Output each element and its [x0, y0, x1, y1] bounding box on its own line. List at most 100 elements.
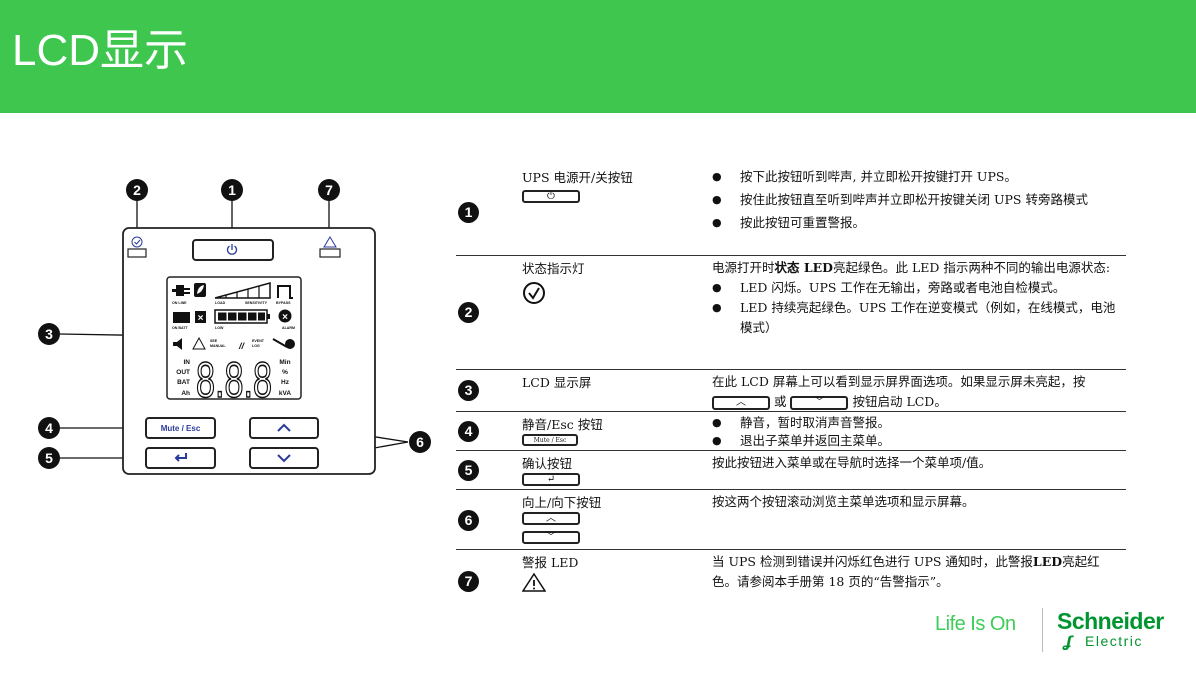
callout-2: 2: [126, 179, 148, 201]
see-manual-warning-icon: [192, 336, 206, 350]
table-row: 4 静音/Esc 按钮 Mute / Esc 静音，暂时取消声音警报。 退出子菜…: [456, 412, 1126, 451]
battery-fault-icon: [195, 311, 206, 323]
chevron-up-icon[interactable]: [277, 423, 291, 432]
row-description: 按下此按钮听到哔声, 并立即松开按键打开 UPS。 按住此按钮直至听到哔声并立即…: [712, 165, 1122, 234]
logo-divider: [1042, 608, 1043, 652]
callout-7: 7: [318, 179, 340, 201]
svg-text://: //: [238, 341, 246, 351]
load-bar-graph: [214, 282, 271, 299]
up-button[interactable]: [249, 417, 319, 439]
row-number: 2: [458, 302, 479, 323]
svg-text:IN: IN: [184, 359, 191, 366]
page-title: LCD显示: [12, 26, 189, 75]
table-row: 6 向上/向下按钮 ︿ ﹀ 按这两个按钮滚动浏览主菜单选项和显示屏幕。: [456, 490, 1126, 550]
svg-text:ON LINE: ON LINE: [172, 301, 187, 305]
battery-icon: [173, 312, 190, 323]
warning-icon: [323, 236, 337, 248]
svg-text:LOAD: LOAD: [215, 301, 226, 305]
logo-brand-sub: Electric: [1085, 633, 1143, 649]
svg-text:×: ×: [198, 313, 204, 324]
row-number: 5: [458, 460, 479, 481]
svg-text:4: 4: [45, 420, 53, 436]
row-number: 3: [458, 380, 479, 401]
callout-4: 4: [38, 417, 60, 439]
power-button-icon: ⏻: [522, 190, 580, 203]
chevron-up-icon: ︿: [522, 512, 580, 525]
button-description-table: 1 UPS 电源开/关按钮 ⏻ 按下此按钮听到哔声, 并立即松开按键打开 UPS…: [456, 165, 1126, 593]
row-number: 1: [458, 202, 479, 223]
power-button[interactable]: [192, 239, 274, 261]
chevron-down-icon: ﹀: [522, 531, 580, 544]
row-description: 按这两个按钮滚动浏览主菜单选项和显示屏幕。: [712, 494, 975, 509]
svg-text:Min: Min: [279, 359, 290, 366]
svg-text:SENSITIVITY: SENSITIVITY: [245, 301, 268, 305]
table-row: 5 确认按钮 ↵ 按此按钮进入菜单或在导航时选择一个菜单项/值。: [456, 451, 1126, 490]
callout-5: 5: [38, 447, 60, 469]
battery-level-bar: [214, 309, 270, 324]
row-label: 确认按钮 ↵: [522, 453, 580, 486]
row-description: 电源打开时状态 LED亮起绿色。此 LED 指示两种不同的输出电源状态: LED…: [712, 258, 1122, 338]
chevron-up-icon: ︿: [712, 395, 770, 410]
svg-text:Ah: Ah: [181, 390, 190, 397]
svg-text:BAT: BAT: [177, 379, 190, 386]
svg-text:BYPASS: BYPASS: [276, 301, 291, 305]
svg-text:×: ×: [282, 312, 288, 323]
row-description: 在此 LCD 屏幕上可以看到显示屏界面选项。如果显示屏未亮起，按 ︿ 或 ﹀ 按…: [712, 374, 1086, 410]
wrench-icon: [272, 338, 295, 349]
speaker-icon: [173, 338, 182, 350]
alarm-led: [319, 236, 341, 258]
logo-brand: Schneider: [1057, 608, 1164, 634]
enter-icon[interactable]: [174, 453, 187, 462]
enter-icon: ↵: [522, 473, 580, 486]
svg-text:ON BATT: ON BATT: [172, 326, 189, 330]
row-description: 当 UPS 检测到错误并闪烁红色进行 UPS 通知时，此警报LED亮起红色。请参…: [712, 554, 1100, 589]
row-label: 状态指示灯: [522, 258, 585, 305]
svg-text:7: 7: [325, 182, 333, 198]
callout-markers: 1 2 3 4 5 6 7: [38, 179, 431, 469]
row-label: 向上/向下按钮 ︿ ﹀: [522, 495, 602, 544]
down-button[interactable]: [249, 447, 319, 469]
alarm-icon: [278, 309, 292, 323]
row-description: 按此按钮进入菜单或在导航时选择一个菜单项/值。: [712, 455, 992, 470]
row-label: 警报 LED: [522, 552, 578, 592]
check-circle-icon: [131, 236, 143, 248]
row-label: LCD 显示屏: [522, 375, 592, 390]
table-row: 2 状态指示灯 电源打开时状态 LED亮起绿色。此 LED 指示两种不同的输出电…: [456, 256, 1126, 370]
callout-1: 1: [221, 179, 243, 201]
table-row: 7 警报 LED 当 UPS 检测到错误并闪烁红色进行 UPS 通知时，此警报L…: [456, 550, 1126, 593]
seven-segment-digits: 8.8.8: [196, 352, 272, 408]
svg-text:MANUAL: MANUAL: [210, 344, 226, 348]
table-row: 1 UPS 电源开/关按钮 ⏻ 按下此按钮听到哔声, 并立即松开按键打开 UPS…: [456, 165, 1126, 256]
mute-esc-button-icon: Mute / Esc: [522, 434, 578, 446]
row-label: UPS 电源开/关按钮 ⏻: [522, 170, 633, 203]
row-number: 6: [458, 510, 479, 531]
svg-text:Mute / Esc[interactable]: Mute / Esc: [161, 424, 201, 433]
chevron-down-icon: ﹀: [790, 395, 849, 410]
svg-text:LOW: LOW: [215, 326, 224, 330]
status-led: [127, 236, 147, 258]
svg-text:OUT: OUT: [176, 369, 190, 376]
svg-text:2: 2: [133, 182, 141, 198]
row-description: 静音，暂时取消声音警报。 退出子菜单并返回主菜单。: [712, 414, 1122, 450]
row-number: 4: [458, 421, 479, 442]
svg-text:%: %: [282, 369, 288, 376]
row-label: 静音/Esc 按钮 Mute / Esc: [522, 417, 603, 446]
enter-button[interactable]: [145, 447, 216, 469]
ups-panel-diagram: 1 2 3 4 5 6 7 ON LINE LOAD SENSITIVITY B…: [38, 179, 431, 475]
power-icon[interactable]: [226, 245, 238, 255]
svg-text:3: 3: [45, 326, 53, 342]
callout-6: 6: [409, 431, 431, 453]
logo-tagline: Life Is On: [935, 613, 1016, 635]
svg-text:5: 5: [45, 450, 53, 466]
plug-icon: [172, 285, 190, 296]
row-number: 7: [458, 571, 479, 592]
svg-text:EVENT: EVENT: [252, 339, 265, 343]
svg-text:Hz: Hz: [281, 379, 290, 386]
svg-text:ALARM: ALARM: [282, 326, 295, 330]
check-circle-icon: [523, 282, 545, 304]
chevron-down-icon[interactable]: [277, 454, 291, 463]
mute-esc-button[interactable]: Mute / Esc: [145, 417, 216, 439]
lcd-screen: ON LINE LOAD SENSITIVITY BYPASS ON BATT …: [166, 276, 302, 409]
header-bar: LCD显示: [0, 0, 1196, 113]
warning-icon: [522, 572, 546, 592]
